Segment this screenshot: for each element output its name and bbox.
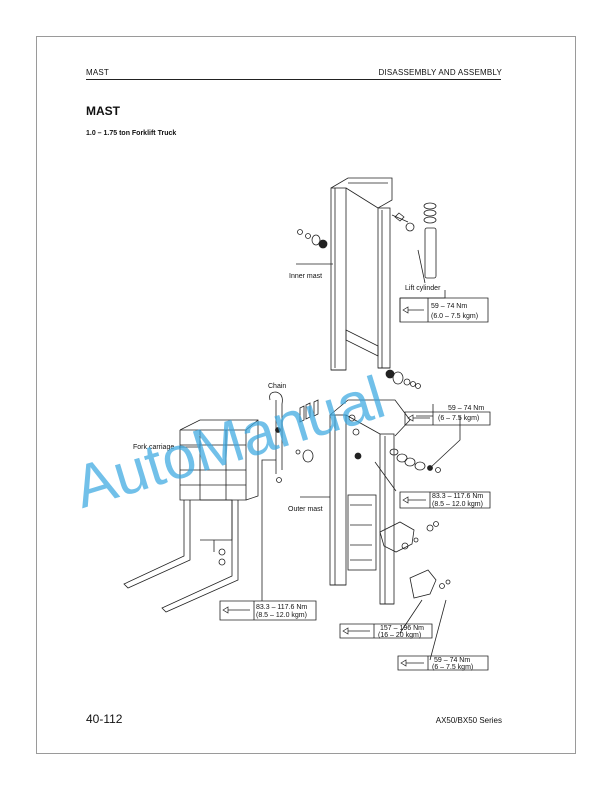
tilt-bracket-parts [379,448,451,599]
wrench-icon [222,306,430,667]
page-title: MAST [86,104,120,118]
page-subtitle: 1.0 – 1.75 ton Forklift Truck [86,130,177,137]
mast-joint-parts [385,369,421,389]
torque-spec-2-line1: 59 – 74 Nm [448,405,484,412]
chain-pins [295,399,319,463]
watermark-text: AutoManual [66,363,392,521]
label-lift-cylinder: Lift cylinder [405,285,441,292]
header-rule [86,79,501,80]
torque-spec-6-line1: 59 – 74 Nm [434,657,470,664]
label-chain: Chain [268,383,286,390]
torque-spec-4-line1: 83.3 – 117.6 Nm [256,604,307,611]
label-outer-mast: Outer mast [288,506,323,513]
torque-spec-1-line2: (6.0 – 7.5 kgm) [431,313,478,320]
torque-spec-2-line2: (6 – 7.5 kgm) [438,415,479,422]
chain-drawing [269,391,283,483]
footer-series: AX50/BX50 Series [435,716,502,725]
fork-carriage-drawing [123,419,259,613]
label-inner-mast: Inner mast [289,273,322,280]
header-chapter-name: DISASSEMBLY AND ASSEMBLY [378,68,502,77]
torque-spec-6-line2: (6 – 7.5 kgm) [432,664,473,671]
inner-mast-drawing [330,177,393,371]
page-number: 40-112 [86,712,123,726]
torque-spec-4-line2: (8.5 – 12.0 kgm) [256,612,307,619]
torque-spec-3-line1: 83.3 – 117.6 Nm [432,493,483,500]
page-frame [36,36,576,754]
inner-mast-pins [297,229,328,249]
torque-spec-1-line1: 59 – 74 Nm [431,303,467,310]
torque-spec-3-line2: (8.5 – 12.0 kgm) [432,501,483,508]
torque-spec-5-line2: (16 – 20 kgm) [378,632,421,639]
lift-cylinder-parts [391,202,437,279]
torque-spec-5-line1: 157 – 196 Nm [380,625,424,632]
label-fork-carriage: Fork carriage [133,444,174,451]
header-section-name: MAST [86,68,110,77]
